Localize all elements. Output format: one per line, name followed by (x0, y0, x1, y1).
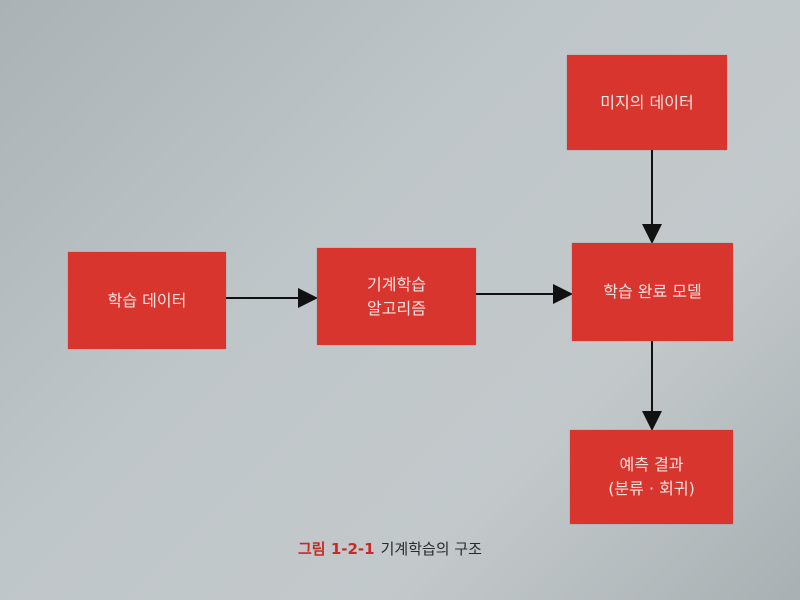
caption-text: 기계학습의 구조 (380, 540, 482, 558)
node-label: 예측 결과 (619, 455, 684, 474)
node-label: 학습 완료 모델 (603, 282, 702, 301)
node-trained-model: 학습 완료 모델 (572, 243, 733, 341)
node-unseen-data: 미지의 데이터 (567, 55, 727, 150)
node-prediction: 예측 결과 (분류 · 회귀) (570, 430, 733, 524)
node-ml-algorithm: 기계학습 알고리즘 (317, 248, 476, 345)
figure-caption: 그림 1-2-1 기계학습의 구조 (298, 538, 482, 559)
node-label: 기계학습 (367, 274, 426, 294)
node-label: (분류 · 회귀) (608, 479, 695, 498)
node-label: 미지의 데이터 (600, 92, 694, 112)
node-training-data: 학습 데이터 (68, 252, 226, 349)
caption-number: 그림 1-2-1 (298, 540, 375, 558)
node-label: 학습 데이터 (107, 290, 187, 310)
node-label: 알고리즘 (367, 298, 426, 318)
